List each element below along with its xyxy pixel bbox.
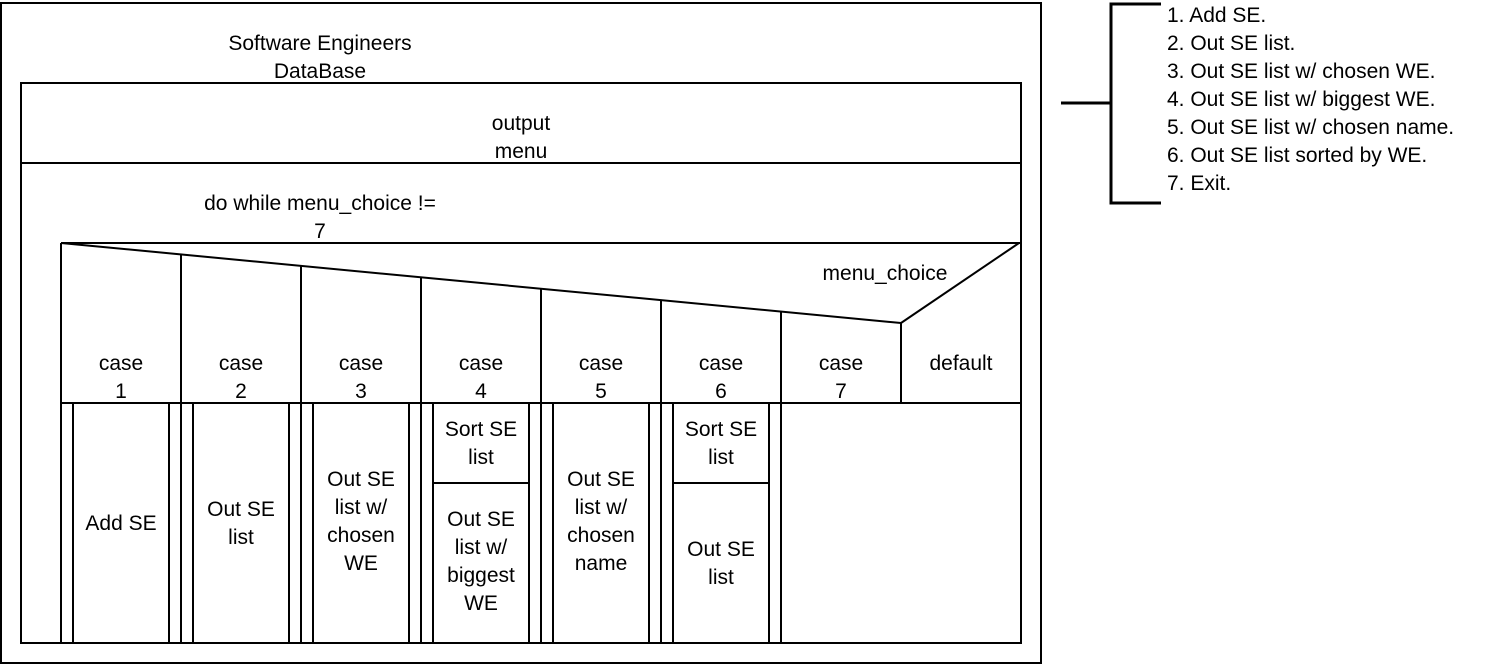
case-7-label: case 7 [818, 352, 864, 403]
case-3-action: Out SE list w/ chosen WE [327, 468, 395, 575]
case-5-action: Out SE list w/ chosen name [567, 468, 635, 575]
loop-condition: do while menu_choice != 7 [204, 192, 436, 243]
switch-diagonal [60, 242, 902, 324]
case-5-label: case 5 [578, 352, 624, 403]
default-diagonal [900, 242, 1020, 324]
default-label: default [929, 352, 993, 375]
case-6-sort-action: Sort SE list [684, 418, 758, 469]
legend-item-3: 3. Out SE list w/ chosen WE. [1167, 60, 1436, 83]
legend-item-5: 5. Out SE list w/ chosen name. [1167, 116, 1455, 139]
outer-frame [0, 2, 1042, 664]
output-menu-block: output menu [491, 112, 551, 163]
case-2-action: Out SE list [207, 498, 275, 549]
case-2-label: case 2 [218, 352, 264, 403]
legend-item-1: 1. Add SE. [1167, 4, 1267, 27]
case-1-action: Add SE [85, 512, 157, 535]
legend-item-6: 6. Out SE list sorted by WE. [1167, 144, 1428, 167]
legend-item-4: 4. Out SE list w/ biggest WE. [1167, 88, 1436, 111]
case-6-label: case 6 [698, 352, 744, 403]
case-3-label: case 3 [338, 352, 384, 403]
case-4-output-action: Out SE list w/ biggest WE [447, 508, 515, 615]
legend-item-7: 7. Exit. [1167, 172, 1232, 195]
case-4-sort-action: Sort SE list [444, 418, 518, 469]
case-6-output-action: Out SE list [687, 538, 755, 589]
legend-bracket [1109, 2, 1161, 205]
legend-item-2: 2. Out SE list. [1167, 32, 1296, 55]
program-block [20, 82, 1022, 644]
case-1-label: case 1 [98, 352, 144, 403]
diagram-title: Software Engineers DataBase [228, 32, 412, 83]
switch-variable: menu_choice [822, 262, 948, 285]
case-4-label: case 4 [458, 352, 504, 403]
